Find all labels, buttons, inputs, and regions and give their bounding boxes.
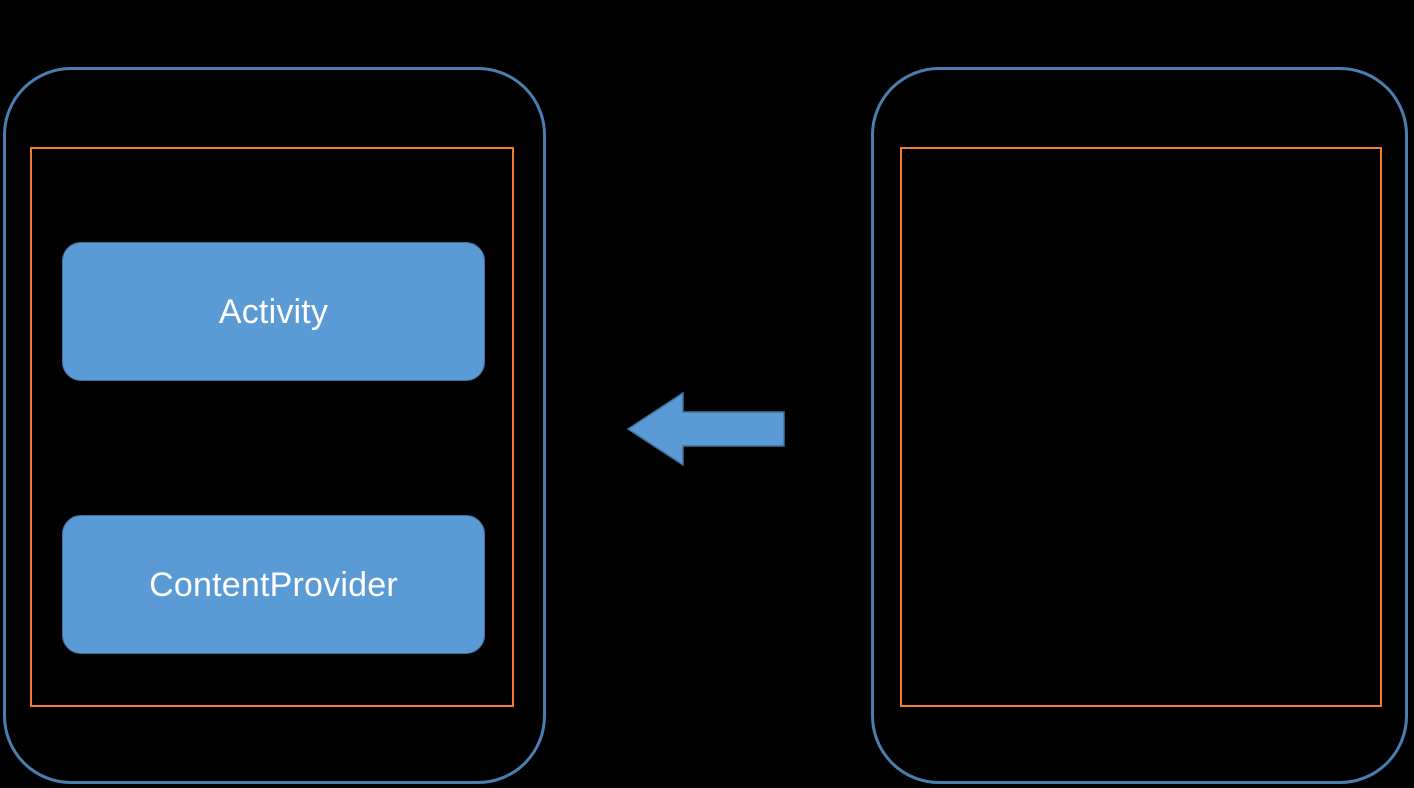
component-box-contentprovider[interactable]: ContentProvider: [62, 515, 485, 654]
phone-screen-right: [900, 147, 1382, 707]
component-box-activity[interactable]: Activity: [62, 242, 485, 381]
phone-outline-right: [871, 67, 1408, 784]
phone-outline-left: [3, 67, 546, 784]
left-arrow-icon: [626, 391, 785, 467]
phone-screen-left: [30, 147, 514, 707]
left-arrow-shape: [626, 391, 785, 467]
left-arrow-svg: [626, 391, 785, 467]
component-box-activity-label: Activity: [218, 292, 329, 331]
component-box-contentprovider-label: ContentProvider: [149, 565, 398, 604]
